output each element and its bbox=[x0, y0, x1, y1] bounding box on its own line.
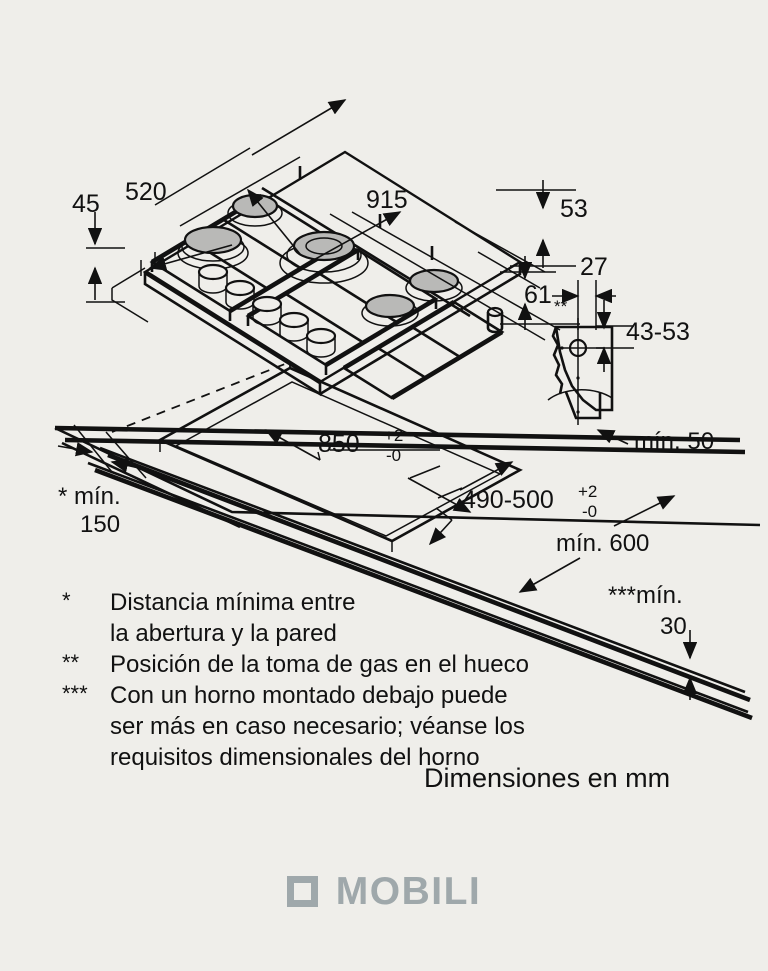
dimension-45: 45 bbox=[72, 190, 125, 303]
knob-5 bbox=[305, 327, 337, 358]
hob-assembly bbox=[111, 150, 523, 400]
label-520: 520 bbox=[125, 178, 167, 206]
gas-pipe-stub bbox=[486, 306, 504, 334]
burner-right-front bbox=[361, 293, 419, 327]
knob-2 bbox=[224, 279, 256, 310]
burner-right-rear bbox=[405, 268, 463, 302]
gas-connection-detail bbox=[547, 318, 614, 425]
dimension-min-50: mín. 50 bbox=[596, 428, 714, 455]
footnote-3-line-3: requisitos dimensionales del horno bbox=[110, 744, 480, 771]
square-outline-icon bbox=[286, 876, 318, 907]
label-490-500: 490-500 bbox=[462, 486, 554, 514]
label-53: 53 bbox=[560, 195, 588, 223]
dimension-min-30: ***mín. 30 bbox=[608, 582, 698, 700]
control-knobs bbox=[197, 263, 337, 358]
label-850-tol-plus: +2 bbox=[384, 426, 403, 445]
label-gas-marker: ** bbox=[554, 297, 568, 316]
footnote-2-line-1: Posición de la toma de gas en el hueco bbox=[110, 651, 529, 678]
dimension-53: 53 bbox=[454, 180, 588, 273]
footnote-3-line-1: Con un horno montado debajo puede bbox=[110, 682, 508, 709]
brand-logo: MOBILI bbox=[0, 872, 768, 911]
label-min-150-top: * mín. bbox=[58, 483, 121, 510]
footnote-mark-1: * bbox=[62, 588, 71, 613]
dimension-min-150: * mín. 150 bbox=[57, 424, 149, 538]
label-min-150-value: 150 bbox=[80, 511, 120, 538]
dimension-43-53: 43-53 bbox=[596, 300, 690, 372]
footnote-3-line-2: ser más en caso necesario; véanse los bbox=[110, 713, 525, 740]
label-min-30-top: ***mín. bbox=[608, 582, 683, 609]
dimension-min-600: mín. 600 bbox=[518, 495, 676, 593]
footnote-mark-3: *** bbox=[62, 681, 88, 706]
dimension-27: 27 bbox=[552, 253, 616, 330]
label-45: 45 bbox=[72, 190, 100, 218]
burner-centre-wok bbox=[279, 230, 369, 284]
label-850-tol-minus: -0 bbox=[386, 446, 401, 465]
dimension-490-500: 490-500 +2 -0 bbox=[428, 461, 597, 546]
dimension-520: 520 bbox=[125, 99, 347, 276]
worktop-assembly bbox=[54, 361, 761, 721]
label-490-tol-plus: +2 bbox=[578, 482, 597, 501]
label-27: 27 bbox=[580, 253, 608, 281]
label-43-53: 43-53 bbox=[626, 318, 690, 346]
footnote-1-line-2: la abertura y la pared bbox=[110, 620, 337, 647]
label-850: 850 bbox=[318, 430, 360, 458]
units-note: Dimensiones en mm bbox=[424, 763, 670, 793]
dimension-850: 850 +2 -0 bbox=[264, 426, 472, 513]
label-61: 61 bbox=[524, 281, 552, 309]
label-min-600: mín. 600 bbox=[556, 530, 649, 557]
footnote-1-line-1: Distancia mínima entre bbox=[110, 589, 355, 616]
pan-support-grate-right bbox=[341, 300, 505, 400]
brand-name: MOBILI bbox=[335, 870, 482, 913]
knob-4 bbox=[278, 311, 310, 342]
footnotes-block: * Distancia mínima entre la abertura y l… bbox=[62, 588, 529, 771]
label-min-30-value: 30 bbox=[660, 613, 687, 640]
label-915: 915 bbox=[366, 186, 408, 214]
footnote-mark-2: ** bbox=[62, 650, 80, 675]
label-490-tol-minus: -0 bbox=[582, 502, 597, 521]
grate-rear-bar bbox=[261, 166, 471, 318]
label-min-50: mín. 50 bbox=[634, 428, 714, 455]
